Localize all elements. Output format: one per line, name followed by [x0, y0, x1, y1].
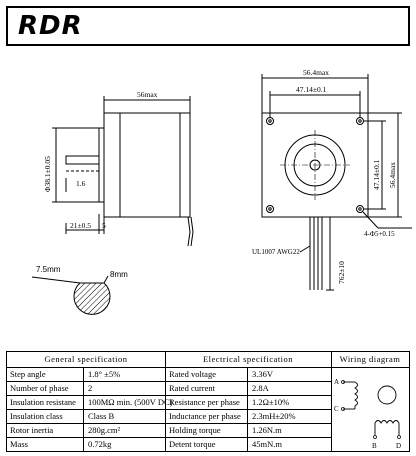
dim-shaft-flat: 1.6 — [76, 179, 86, 188]
spec-table: General specification Electrical specifi… — [6, 351, 410, 452]
side-view — [52, 96, 194, 247]
dim-boss-diameter: Φ38.1±0.05 — [43, 156, 52, 192]
dim-front-width: 56.4max — [303, 68, 329, 77]
general-value-insulation-res: 100MΩ min. (500V DC) — [88, 397, 173, 407]
general-value-step-angle: 1.8° ±5% — [88, 369, 121, 379]
brand-logo: RDR — [18, 11, 83, 41]
electrical-spec-header: Electrical specification — [202, 354, 294, 364]
dim-shaft-length: 21±0.5 — [70, 221, 91, 230]
electrical-value-voltage: 3.36V — [252, 369, 274, 379]
general-label-insulation-res: Insulation resistane — [10, 397, 76, 407]
general-label-insulation-class: Insulation class — [10, 411, 63, 421]
wire-label-c: C — [334, 405, 339, 413]
electrical-label-voltage: Rated voltage — [169, 369, 216, 379]
wire-label-d: D — [396, 442, 401, 450]
motor-drawing: 56max Φ38.1±0.05 1.6 21±0.5 5 — [31, 68, 412, 315]
general-label-phase: Number of phase — [10, 383, 69, 393]
wire-label-a: A — [334, 378, 339, 386]
electrical-label-detent-torque: Detent torque — [169, 439, 216, 449]
electrical-label-inductance: Inductance per phase — [169, 411, 241, 421]
general-value-phase: 2 — [88, 383, 93, 393]
general-label-step-angle: Step angle — [10, 369, 46, 379]
electrical-label-resistance: Resistance per phase — [169, 397, 240, 407]
dim-lead-length: 762±10 — [337, 261, 346, 284]
shaft-section — [31, 275, 111, 315]
wiring-diagram: A C B D — [334, 378, 401, 450]
shaft-dim-a: 7.5mm — [36, 265, 61, 274]
shaft-dim-b: 8mm — [110, 270, 128, 279]
electrical-value-detent-torque: 45mN.m — [252, 439, 282, 449]
wiring-diagram-header: Wiring diagram — [339, 354, 401, 364]
electrical-label-current: Rated current — [169, 383, 216, 393]
electrical-value-inductance: 2.3mH±20% — [252, 411, 296, 421]
dim-hole-spacing-v: 47.14±0.1 — [372, 159, 381, 190]
electrical-value-holding-torque: 1.26N.m — [252, 425, 282, 435]
general-label-mass: Mass — [10, 439, 28, 449]
dim-side-width: 56max — [137, 90, 158, 99]
dim-front-height: 56.4max — [388, 162, 397, 188]
general-value-rotor-inertia: 280g.cm² — [88, 425, 121, 435]
general-spec-header: General specification — [44, 354, 128, 364]
electrical-value-resistance: 1.2Ω±10% — [252, 397, 290, 407]
wire-type-label: UL1007 AWG22 — [252, 248, 300, 256]
general-value-insulation-class: Class B — [88, 411, 115, 421]
general-label-rotor-inertia: Rotor inertia — [10, 425, 54, 435]
general-value-mass: 0.72kg — [88, 439, 112, 449]
wire-label-b: B — [372, 442, 377, 450]
dim-mount-holes: 4-Φ5+0.15 — [364, 230, 395, 238]
electrical-label-holding-torque: Holding torque — [169, 425, 221, 435]
front-view — [261, 74, 412, 291]
electrical-value-current: 2.8A — [252, 383, 269, 393]
dim-hole-spacing-h: 47.14±0.1 — [296, 85, 327, 94]
dim-flange-thickness: 5 — [102, 221, 106, 230]
brand-header: RDR — [6, 6, 410, 46]
